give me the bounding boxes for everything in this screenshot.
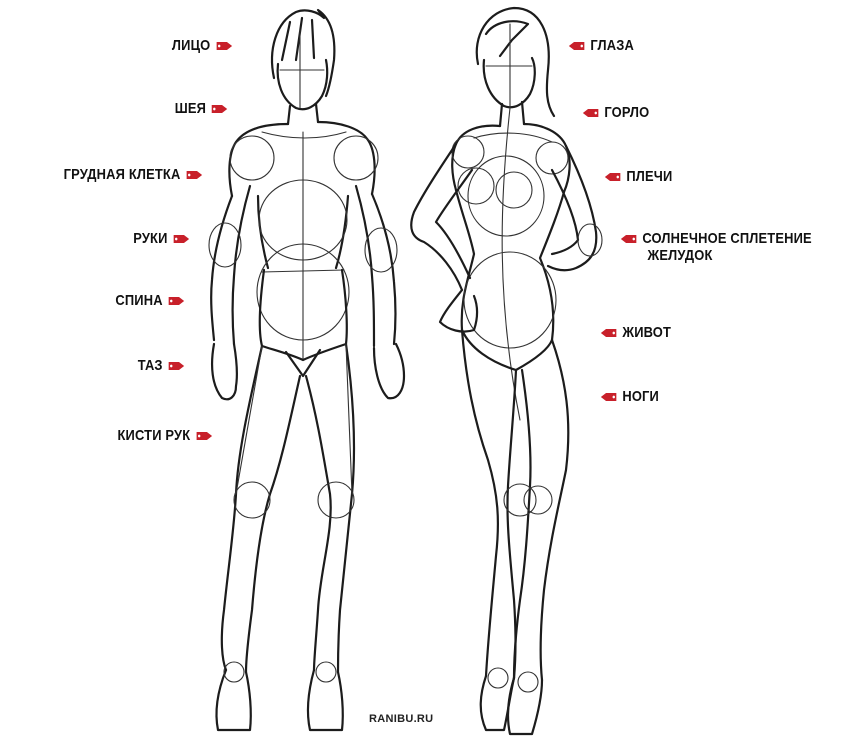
label-arms-text: РУКИ — [133, 230, 167, 247]
watermark-credit: RANIBU.RU — [369, 713, 433, 725]
label-legs-text: НОГИ — [622, 388, 659, 405]
male-figure — [209, 10, 404, 730]
red-tag-arrow-icon — [600, 328, 617, 338]
label-neck-text: ШЕЯ — [174, 100, 205, 117]
label-neck: ШЕЯ — [174, 100, 228, 117]
label-pelvis-text: ТАЗ — [138, 357, 163, 374]
label-eyes-text: ГЛАЗА — [590, 37, 634, 54]
label-belly-text: ЖИВОТ — [622, 324, 671, 341]
label-solar-plexus: СОЛНЕЧНОЕ СПЛЕТЕНИЕ ЖЕЛУДОК — [620, 230, 812, 264]
label-back-text: СПИНА — [115, 292, 162, 309]
red-tag-arrow-icon — [186, 170, 203, 180]
red-tag-arrow-icon — [600, 392, 617, 402]
red-tag-arrow-icon — [568, 41, 585, 51]
label-face-text: ЛИЦО — [172, 37, 210, 54]
label-belly: ЖИВОТ — [600, 324, 671, 341]
red-tag-arrow-icon — [196, 431, 213, 441]
label-throat: ГОРЛО — [582, 104, 649, 121]
female-figure — [411, 8, 602, 734]
label-eyes: ГЛАЗА — [568, 37, 634, 54]
label-shoulders-text: ПЛЕЧИ — [626, 168, 672, 185]
red-tag-arrow-icon — [216, 41, 233, 51]
red-tag-arrow-icon — [211, 104, 228, 114]
label-shoulders: ПЛЕЧИ — [604, 168, 672, 185]
label-ribcage: ГРУДНАЯ КЛЕТКА — [64, 166, 203, 183]
label-face: ЛИЦО — [172, 37, 233, 54]
label-throat-text: ГОРЛО — [604, 104, 649, 121]
red-tag-arrow-icon — [620, 234, 637, 244]
label-stomach-text: ЖЕЛУДОК — [642, 247, 811, 264]
label-solar-plexus-text: СОЛНЕЧНОЕ СПЛЕТЕНИЕ — [642, 230, 811, 247]
label-arms: РУКИ — [133, 230, 190, 247]
label-legs: НОГИ — [600, 388, 659, 405]
red-tag-arrow-icon — [168, 361, 185, 371]
red-tag-arrow-icon — [168, 296, 185, 306]
label-ribcage-text: ГРУДНАЯ КЛЕТКА — [64, 166, 181, 183]
label-hands: КИСТИ РУК — [118, 427, 213, 444]
label-pelvis: ТАЗ — [138, 357, 185, 374]
red-tag-arrow-icon — [604, 172, 621, 182]
label-hands-text: КИСТИ РУК — [118, 427, 191, 444]
label-back: СПИНА — [115, 292, 185, 309]
red-tag-arrow-icon — [173, 234, 190, 244]
red-tag-arrow-icon — [582, 108, 599, 118]
